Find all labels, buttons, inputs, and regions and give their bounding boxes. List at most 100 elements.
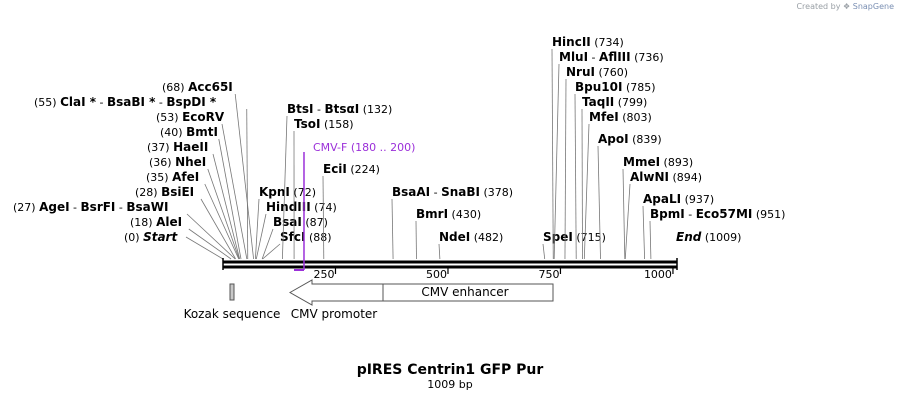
site-position: (28) [135, 186, 161, 199]
enzyme-name: End [676, 230, 702, 244]
site-bmri[interactable]: BmrI (430) [415, 207, 481, 260]
site-afei[interactable]: (35) AfeI [146, 170, 240, 260]
credit-prefix: Created by [796, 2, 841, 11]
site-bsiei[interactable]: (28) BsiEI [135, 185, 236, 260]
plasmid-length: 1009 bp [427, 378, 472, 391]
site-hindiii[interactable]: HindIII (74) [255, 200, 337, 260]
site-leader-line [254, 198, 260, 260]
site-label: BsaI (87) [273, 215, 328, 229]
site-position: (0) [124, 231, 143, 244]
site-label: KpnI (72) [259, 185, 316, 199]
site-label: (0) Start [124, 230, 178, 244]
site-start[interactable]: (0) Start [124, 230, 224, 260]
site-position: (74) [311, 201, 337, 214]
site-bsaai[interactable]: BsaAI - SnaBI (378) [391, 185, 513, 260]
site-mfei[interactable]: MfeI (803) [583, 110, 652, 260]
enzyme-name: TsoI [294, 117, 320, 131]
primer-cmv-f[interactable]: CMV-F (180 .. 200) [293, 141, 415, 271]
site-bsai[interactable]: BsaI (87) [261, 215, 328, 260]
primer-range: (180 .. 200) [347, 141, 415, 154]
site-label: (27) AgeI - BsrFI - BsaWI [13, 200, 168, 214]
enzyme-name: BtsαI [324, 102, 359, 116]
site-position: (760) [595, 66, 628, 79]
site-bpmi[interactable]: BpmI - Eco57MI (951) [649, 207, 785, 260]
site-bpu10i[interactable]: Bpu10I (785) [574, 80, 656, 260]
site-ndei[interactable]: NdeI (482) [438, 230, 503, 260]
site-label: (28) BsiEI [135, 185, 194, 199]
site-nrui[interactable]: NruI (760) [564, 65, 628, 260]
site-position: (18) [130, 216, 156, 229]
enzyme-name: NruI [566, 65, 595, 79]
site-ecii[interactable]: EciI (224) [322, 162, 380, 260]
site-ecorv[interactable]: (53) EcoRV [156, 110, 248, 260]
site-leader-line [185, 236, 224, 260]
enzyme-name: ApoI [598, 132, 629, 146]
site-apali[interactable]: ApaLI (937) [642, 192, 714, 260]
site-btsi[interactable]: BtsI - BtsαI (132) [281, 102, 392, 260]
feature-cmv-promoter[interactable]: CMV promoter [288, 279, 384, 321]
site-label: (68) Acc65I [162, 80, 233, 94]
site-position: (893) [660, 156, 693, 169]
site-position: (40) [160, 126, 186, 139]
sequence-backbone [222, 258, 678, 270]
tick-label: 500 [426, 268, 447, 281]
feature-kozak-sequence[interactable]: Kozak sequence [184, 283, 281, 321]
name-separator: - [314, 103, 325, 116]
site-position: (894) [669, 171, 702, 184]
site-alei[interactable]: (18) AleI [130, 215, 232, 260]
enzyme-name: BpmI [650, 207, 685, 221]
site-apoi[interactable]: ApoI (839) [597, 132, 662, 260]
site-spei[interactable]: SpeI (715) [542, 230, 606, 260]
enzyme-name: AlwNI [630, 170, 669, 184]
site-taqii[interactable]: TaqII (799) [581, 95, 647, 260]
site-position: (27) [13, 201, 39, 214]
site-alwni[interactable]: AlwNI (894) [624, 170, 702, 260]
enzyme-name: SfcI [280, 230, 305, 244]
site-tsoi[interactable]: TsoI (158) [293, 117, 354, 260]
site-leader-line [438, 243, 441, 260]
enzyme-name: Acc65I [188, 80, 233, 94]
site-kpni[interactable]: KpnI (72) [254, 185, 316, 260]
site-haeii[interactable]: (37) HaeII [147, 140, 241, 260]
site-label: End (1009) [676, 230, 741, 244]
site-end[interactable]: End (1009) [676, 230, 741, 244]
site-bmti[interactable]: (40) BmtI [160, 125, 242, 260]
enzyme-name: AfeI [172, 170, 199, 184]
site-label: MmeI (893) [623, 155, 693, 169]
site-sfci[interactable]: SfcI (88) [262, 230, 332, 260]
site-label: (36) NheI [149, 155, 206, 169]
enzyme-name: AleI [156, 215, 182, 229]
site-label: (53) EcoRV [156, 110, 225, 124]
site-leader-line [246, 108, 249, 260]
name-separator: - [430, 186, 441, 199]
enhancer-box [382, 283, 554, 302]
enzyme-name: ClaI * [60, 95, 97, 109]
site-mmei[interactable]: MmeI (893) [622, 155, 693, 260]
credit-brand: SnapGene [852, 2, 894, 11]
site-position: (803) [619, 111, 652, 124]
site-label: SpeI (715) [543, 230, 606, 244]
site-mlui[interactable]: MluI - AflIII (736) [553, 50, 664, 260]
site-label: BmrI (430) [416, 207, 481, 221]
tick-500: 500 [426, 267, 449, 281]
site-label: BpmI - Eco57MI (951) [650, 207, 785, 221]
name-separator: - [96, 96, 107, 109]
site-leader-line [255, 213, 267, 260]
enzyme-name: BsrFI [81, 200, 116, 214]
enzyme-name: Start [143, 230, 178, 244]
site-clai[interactable]: (55) ClaI * - BsaBI * - BspDI * [34, 95, 249, 260]
site-leader-line [622, 168, 626, 260]
site-label: (55) ClaI * - BsaBI * - BspDI * [34, 95, 217, 109]
site-position: (734) [591, 36, 624, 49]
feature-cmv-enhancer[interactable]: CMV enhancer [382, 283, 554, 302]
site-leader-line [391, 198, 394, 260]
enzyme-name: HindIII [266, 200, 311, 214]
site-acc65i[interactable]: (68) Acc65I [162, 80, 254, 260]
site-agei[interactable]: (27) AgeI - BsrFI - BsaWI [13, 200, 236, 260]
site-position: (53) [156, 111, 182, 124]
enzyme-name: BsaAI [392, 185, 430, 199]
enzyme-name: MfeI [589, 110, 619, 124]
site-nhei[interactable]: (36) NheI [149, 155, 240, 260]
site-hincii[interactable]: HincII (734) [551, 35, 624, 260]
enzyme-name: BspDI * [166, 95, 216, 109]
